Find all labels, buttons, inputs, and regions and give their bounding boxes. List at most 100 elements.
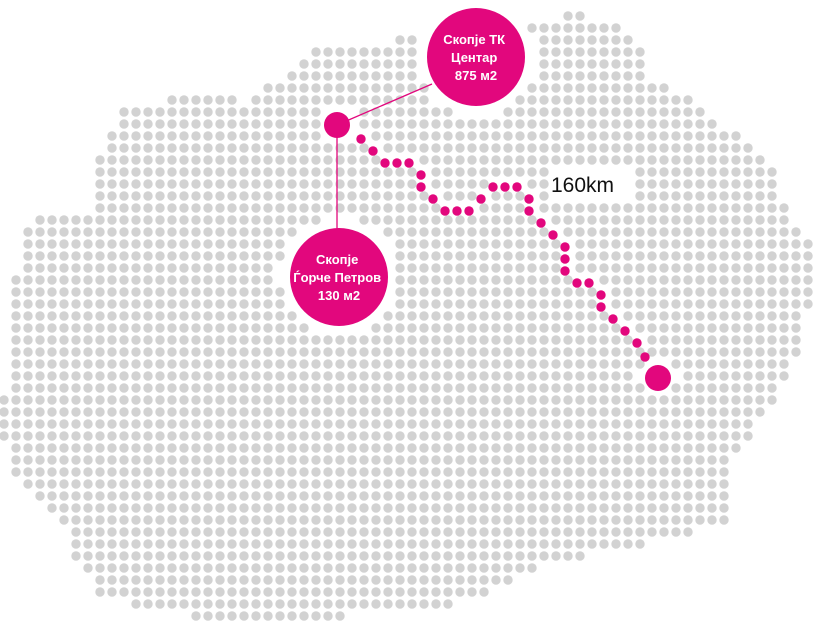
- land-dot: [323, 419, 333, 429]
- land-dot: [527, 467, 537, 477]
- land-dot: [467, 119, 477, 129]
- land-dot: [383, 359, 393, 369]
- land-dot: [659, 395, 669, 405]
- land-dot: [203, 143, 213, 153]
- land-dot: [395, 467, 405, 477]
- land-dot: [635, 491, 645, 501]
- start-point-marker[interactable]: [324, 112, 350, 138]
- land-dot: [323, 479, 333, 489]
- land-dot: [143, 323, 153, 333]
- land-dot: [47, 323, 57, 333]
- land-dot: [491, 239, 501, 249]
- land-dot: [359, 491, 369, 501]
- land-dot: [395, 107, 405, 117]
- land-dot: [443, 287, 453, 297]
- land-dot: [83, 563, 93, 573]
- land-dot: [179, 263, 189, 273]
- land-dot: [575, 503, 585, 513]
- land-dot: [143, 227, 153, 237]
- country-dot-grid: [0, 11, 813, 621]
- land-dot: [299, 191, 309, 201]
- land-dot: [467, 575, 477, 585]
- land-dot: [299, 467, 309, 477]
- land-dot: [203, 611, 213, 621]
- land-dot: [767, 395, 777, 405]
- land-dot: [347, 83, 357, 93]
- land-dot: [479, 155, 489, 165]
- land-dot: [431, 275, 441, 285]
- land-dot: [407, 431, 417, 441]
- location-bubble-tk-centar[interactable]: Скопје ТК Центар 875 м2: [427, 8, 525, 106]
- land-dot: [179, 359, 189, 369]
- land-dot: [71, 335, 81, 345]
- land-dot: [707, 287, 717, 297]
- land-dot: [623, 347, 633, 357]
- land-dot: [515, 347, 525, 357]
- land-dot: [23, 323, 33, 333]
- land-dot: [623, 455, 633, 465]
- land-dot: [395, 299, 405, 309]
- land-dot: [323, 563, 333, 573]
- land-dot: [551, 47, 561, 57]
- location-bubble-gjorce-petrov[interactable]: Скопје Ѓорче Петров 130 м2: [290, 228, 388, 326]
- land-dot: [443, 335, 453, 345]
- land-dot: [203, 191, 213, 201]
- land-dot: [611, 419, 621, 429]
- land-dot: [11, 323, 21, 333]
- land-dot: [419, 575, 429, 585]
- land-dot: [407, 215, 417, 225]
- land-dot: [563, 299, 573, 309]
- land-dot: [635, 455, 645, 465]
- land-dot: [95, 527, 105, 537]
- land-dot: [587, 215, 597, 225]
- land-dot: [647, 503, 657, 513]
- land-dot: [563, 539, 573, 549]
- land-dot: [395, 455, 405, 465]
- land-dot: [623, 527, 633, 537]
- land-dot: [167, 407, 177, 417]
- land-dot: [23, 359, 33, 369]
- land-dot: [239, 539, 249, 549]
- land-dot: [395, 419, 405, 429]
- land-dot: [731, 443, 741, 453]
- land-dot: [515, 251, 525, 261]
- land-dot: [419, 263, 429, 273]
- land-dot: [575, 59, 585, 69]
- land-dot: [635, 227, 645, 237]
- land-dot: [47, 383, 57, 393]
- land-dot: [683, 383, 693, 393]
- land-dot: [539, 191, 549, 201]
- land-dot: [419, 131, 429, 141]
- land-dot: [479, 239, 489, 249]
- land-dot: [623, 407, 633, 417]
- land-dot: [383, 407, 393, 417]
- land-dot: [215, 263, 225, 273]
- land-dot: [251, 599, 261, 609]
- land-dot: [659, 527, 669, 537]
- land-dot: [755, 299, 765, 309]
- land-dot: [647, 131, 657, 141]
- land-dot: [515, 419, 525, 429]
- land-dot: [491, 263, 501, 273]
- land-dot: [671, 491, 681, 501]
- land-dot: [575, 551, 585, 561]
- land-dot: [719, 347, 729, 357]
- land-dot: [755, 191, 765, 201]
- land-dot: [59, 491, 69, 501]
- land-dot: [719, 515, 729, 525]
- land-dot: [59, 323, 69, 333]
- land-dot: [527, 119, 537, 129]
- end-point-marker[interactable]: [645, 365, 671, 391]
- land-dot: [287, 563, 297, 573]
- land-dot: [383, 371, 393, 381]
- land-dot: [167, 119, 177, 129]
- land-dot: [563, 227, 573, 237]
- land-dot: [203, 359, 213, 369]
- land-dot: [587, 455, 597, 465]
- land-dot: [407, 131, 417, 141]
- land-dot: [275, 119, 285, 129]
- land-dot: [251, 107, 261, 117]
- land-dot: [371, 119, 381, 129]
- land-dot: [611, 467, 621, 477]
- land-dot: [563, 215, 573, 225]
